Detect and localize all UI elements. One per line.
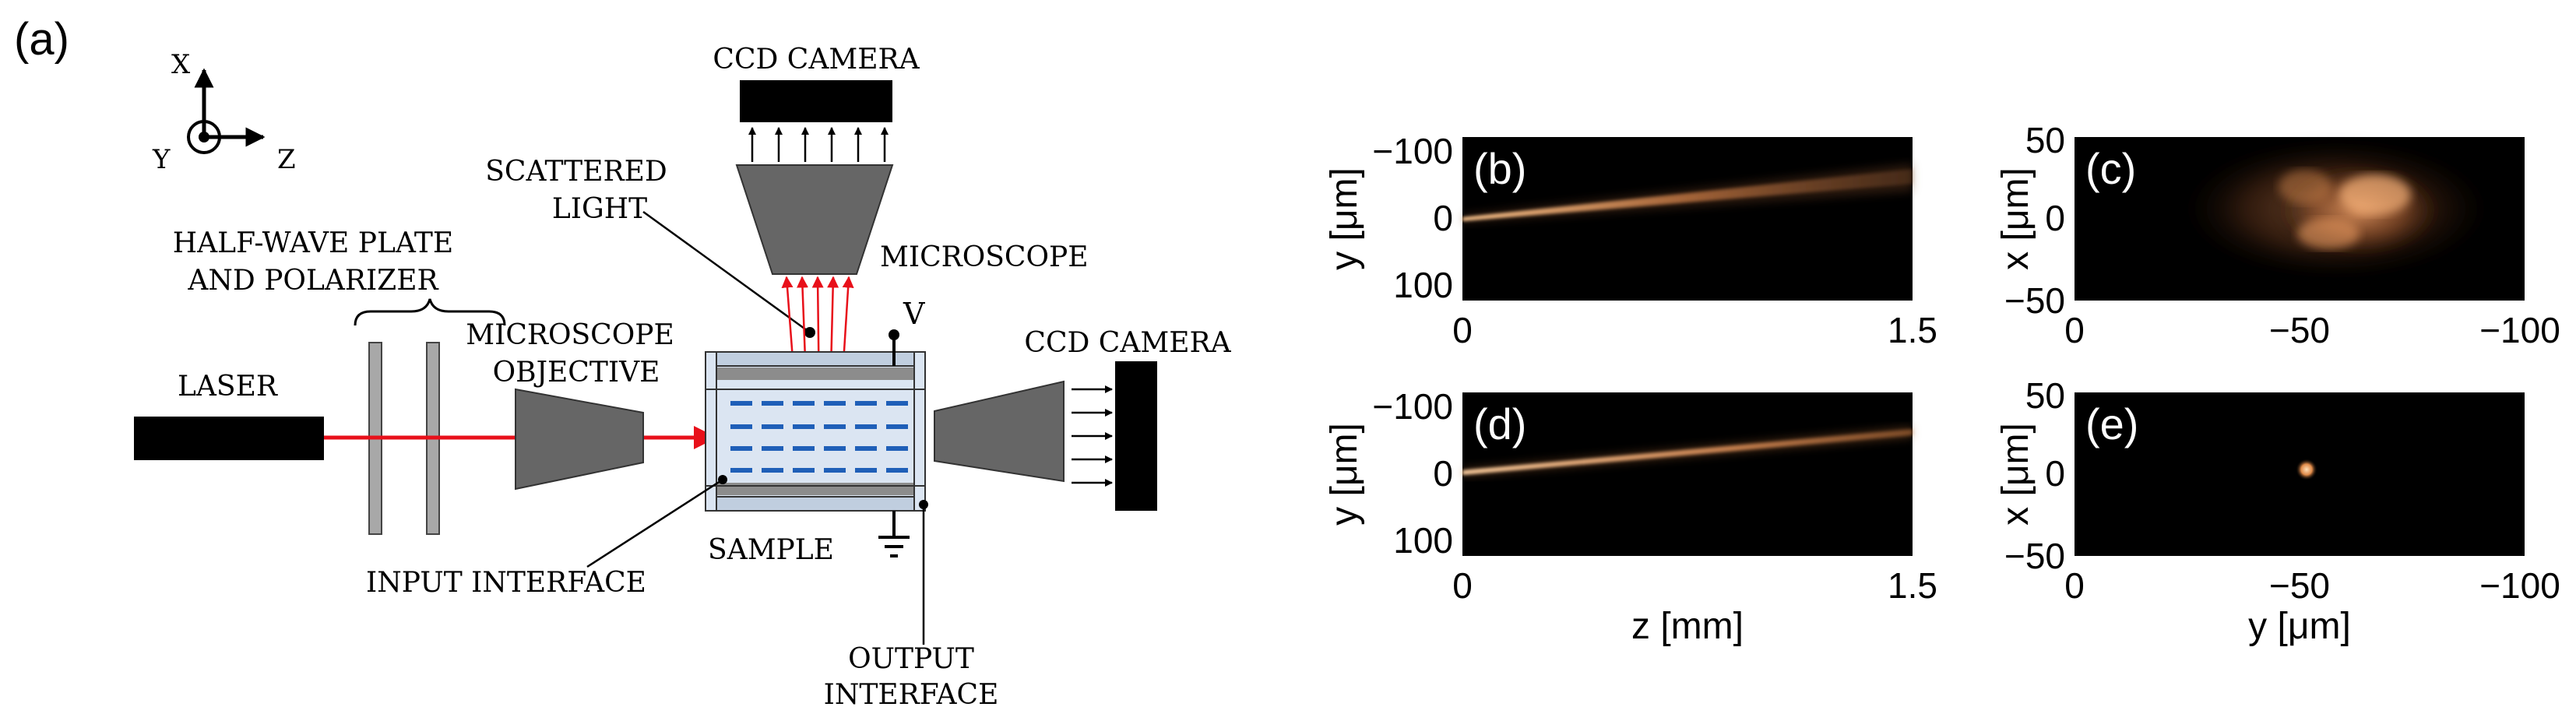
microscope-label: MICROSCOPE	[880, 241, 1088, 273]
panel-a: (a) X Y Z CCD CAMERA MICROSCOPE SCATTERE…	[14, 14, 1232, 711]
voltage-label: V	[903, 297, 925, 331]
hwp-label-2: AND POLARIZER	[187, 265, 438, 297]
axes-indicator: X Y Z	[152, 49, 296, 175]
top-camera-arrows	[748, 127, 889, 162]
microscope	[735, 164, 894, 275]
scattered-pointer	[642, 210, 811, 334]
sample-label: SAMPLE	[708, 534, 834, 566]
panel-e-ytick-1: 50	[2025, 375, 2065, 416]
panel-e-ytick-2: 0	[2045, 453, 2065, 494]
panel-c-ytick-1: 50	[2025, 120, 2065, 160]
output-interface-label-1: OUTPUT	[848, 643, 974, 675]
panel-d-label: (d)	[1473, 399, 1526, 448]
panel-d-ylabel: y [μm]	[1324, 423, 1365, 526]
output-interface-label-2: INTERFACE	[824, 679, 999, 711]
panel-b-beam	[1462, 169, 1913, 221]
axis-z-label: Z	[277, 144, 296, 175]
laser-label: LASER	[178, 371, 278, 403]
panel-d-xlabel: z [mm]	[1631, 606, 1744, 647]
panel-e-ylabel: x [μm]	[1995, 423, 2036, 526]
panel-a-label: (a)	[14, 14, 69, 65]
panel-e-ytick-3: −50	[2004, 536, 2065, 576]
panel-b-xtick-2: 1.5	[1888, 310, 1937, 350]
axis-y-label: Y	[152, 144, 171, 175]
panel-c-ytick-3: −50	[2004, 280, 2065, 321]
ground-symbol	[878, 511, 910, 557]
panel-b-ytick-2: 0	[1433, 198, 1453, 238]
panel-e-xtick-2: −50	[2269, 565, 2330, 606]
panel-e-spot	[2296, 459, 2317, 480]
sample-cell	[705, 351, 926, 512]
right-ccd-camera	[1115, 361, 1157, 511]
panel-e-label: (e)	[2085, 399, 2138, 448]
hwp-brace	[354, 298, 506, 326]
scattered-label-2: LIGHT	[552, 193, 647, 225]
panel-d-image	[1462, 392, 1913, 556]
panel-b-xtick-1: 0	[1452, 310, 1473, 350]
objective-label-2: OBJECTIVE	[493, 357, 660, 389]
hwp-label-1: HALF-WAVE PLATE	[173, 227, 453, 259]
input-interface-label: INPUT INTERFACE	[366, 567, 646, 599]
collection-lens	[934, 380, 1065, 483]
panel-e-xtick-1: 0	[2064, 565, 2085, 606]
panel-d-xtick-1: 0	[1452, 565, 1473, 606]
axis-x-label: X	[171, 49, 191, 80]
panel-d-ytick-1: −100	[1372, 386, 1453, 427]
panel-d-ytick-3: 100	[1393, 520, 1453, 561]
laser	[134, 417, 324, 460]
panel-d-beam	[1462, 429, 1913, 475]
panel-c-xtick-1: 0	[2064, 310, 2085, 350]
top-ccd-camera	[740, 80, 892, 122]
voltage-electrode: V	[889, 297, 925, 366]
panel-d-xtick-2: 1.5	[1888, 565, 1937, 606]
panel-c-ytick-2: 0	[2045, 198, 2065, 238]
scattered-label-1: SCATTERED	[485, 156, 667, 188]
right-ccd-camera-label: CCD CAMERA	[1024, 327, 1231, 359]
panel-b: (b) y [μm] −100 0 100 0 1.5	[1324, 131, 1937, 350]
panel-c-label: (c)	[2085, 144, 2136, 193]
panel-d: (d) y [μm] −100 0 100 0 1.5 z [mm]	[1324, 386, 1937, 647]
top-ccd-camera-label: CCD CAMERA	[713, 44, 920, 76]
panel-b-label: (b)	[1473, 144, 1526, 193]
panel-b-ylabel: y [μm]	[1324, 167, 1365, 270]
panel-e: (e) x [μm] 50 0 −50 0 −50 −100 y [μm]	[1995, 375, 2560, 647]
microscope-objective	[515, 388, 644, 491]
panel-c-ylabel: x [μm]	[1995, 167, 2036, 270]
panel-b-image	[1462, 137, 1913, 301]
panel-b-ytick-3: 100	[1393, 265, 1453, 305]
panel-d-ytick-2: 0	[1433, 453, 1453, 494]
panel-e-xlabel: y [μm]	[2248, 606, 2351, 647]
panel-e-xtick-3: −100	[2479, 565, 2560, 606]
panel-c: (c) x [μm] 50 0 −50 0 −50 −100	[1995, 120, 2560, 350]
objective-label-1: MICROSCOPE	[466, 319, 674, 351]
panel-c-xtick-3: −100	[2479, 310, 2560, 350]
right-camera-arrows	[1072, 385, 1113, 487]
panel-b-ytick-1: −100	[1372, 131, 1453, 171]
panel-c-xtick-2: −50	[2269, 310, 2330, 350]
